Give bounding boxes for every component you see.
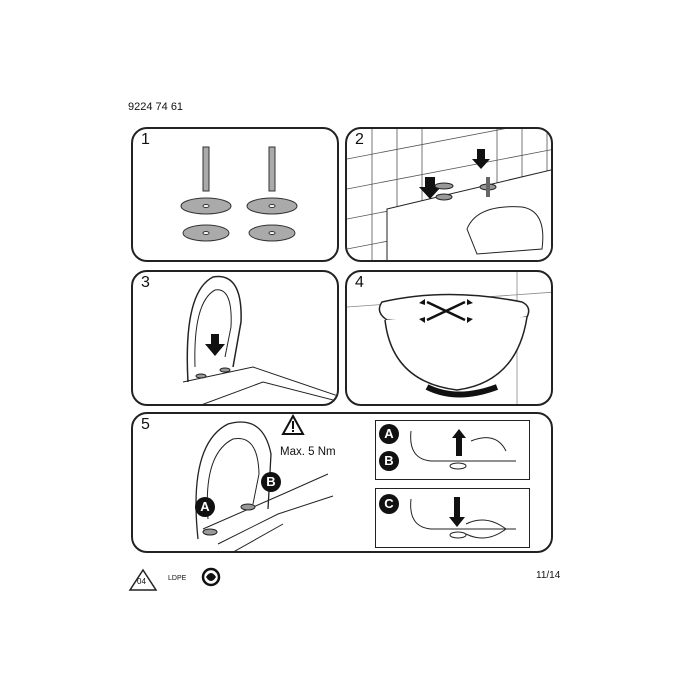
bolt-insertion-illustration: [347, 129, 551, 260]
loosen-detail-illustration: [410, 429, 516, 470]
label-b-badge: B: [261, 472, 281, 492]
step-2-panel: 2: [345, 127, 553, 262]
torque-label: Max. 5 Nm: [280, 446, 336, 458]
step-number: 1: [141, 131, 150, 148]
step-1-panel: 1: [131, 127, 339, 262]
detail-ab-box: A B: [375, 420, 530, 480]
bolts-and-washers-illustration: [180, 146, 298, 242]
step-number: 5: [141, 416, 150, 433]
label-a-badge: A: [195, 497, 215, 517]
installed-seat-illustration: [347, 272, 551, 404]
detail-c-box: C: [375, 488, 530, 548]
no-sit-cross-icon: [426, 300, 466, 322]
recycle-code: 04: [137, 577, 146, 586]
label-c-badge: C: [379, 494, 399, 514]
green-dot-icon: [201, 567, 221, 587]
seat-placement-illustration: [182, 275, 337, 404]
step-number: 4: [355, 274, 364, 291]
label-a-badge: A: [379, 424, 399, 444]
material-label: LDPE: [168, 575, 187, 582]
warning-triangle-icon: [281, 414, 305, 435]
step-3-panel: 3: [131, 270, 339, 406]
step-4-panel: 4: [345, 270, 553, 406]
press-detail-illustration: [410, 497, 516, 539]
step-number: 3: [141, 274, 150, 291]
seat-tightening-illustration: [195, 414, 334, 551]
recycle-triangle-icon: [128, 568, 158, 591]
document-number: 9224 74 61: [128, 101, 184, 113]
step-5-panel: 5 Max. 5 Nm A B A B C: [131, 412, 553, 553]
label-b-badge: B: [379, 451, 399, 471]
step-number: 2: [355, 131, 364, 148]
page-number: 11/14: [536, 570, 561, 581]
